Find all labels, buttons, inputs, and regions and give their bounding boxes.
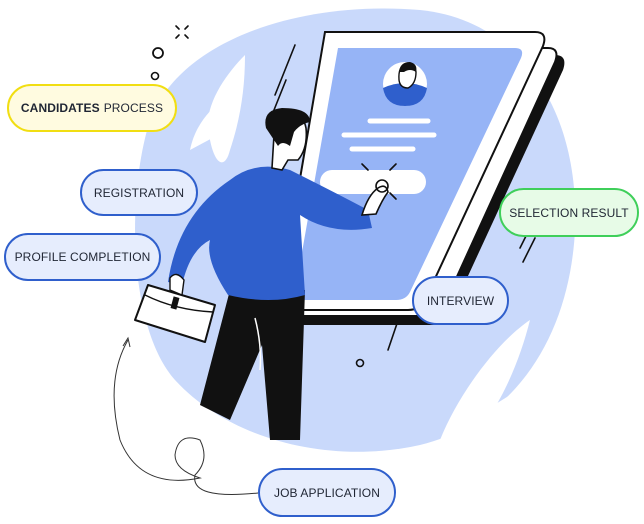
step-profile-completion[interactable]: PROFILE COMPLETION [4, 233, 161, 281]
step-label: SELECTION RESULT [509, 205, 629, 220]
curved-arrow [113, 339, 259, 496]
step-registration[interactable]: REGISTRATION [80, 169, 198, 216]
step-label: JOB APPLICATION [274, 485, 380, 500]
step-label: PROFILE COMPLETION [14, 250, 151, 264]
person-legs [200, 290, 305, 440]
step-label: REGISTRATION [93, 185, 185, 200]
circle-decoration [152, 47, 164, 59]
step-job-application[interactable]: JOB APPLICATION [258, 468, 396, 517]
step-interview[interactable]: INTERVIEW [412, 276, 509, 325]
person-sweater [168, 166, 372, 300]
leaf-right [440, 320, 530, 440]
title-candidates-process: CANDIDATES PROCESS [7, 84, 177, 132]
sparkle-icon [175, 25, 189, 39]
step-label: INTERVIEW [426, 293, 495, 308]
step-selection-result[interactable]: SELECTION RESULT [499, 188, 639, 237]
briefcase-icon [134, 273, 216, 343]
title-bold: CANDIDATES [20, 101, 100, 115]
title-regular: PROCESS [103, 101, 164, 115]
screen-button [320, 170, 426, 194]
